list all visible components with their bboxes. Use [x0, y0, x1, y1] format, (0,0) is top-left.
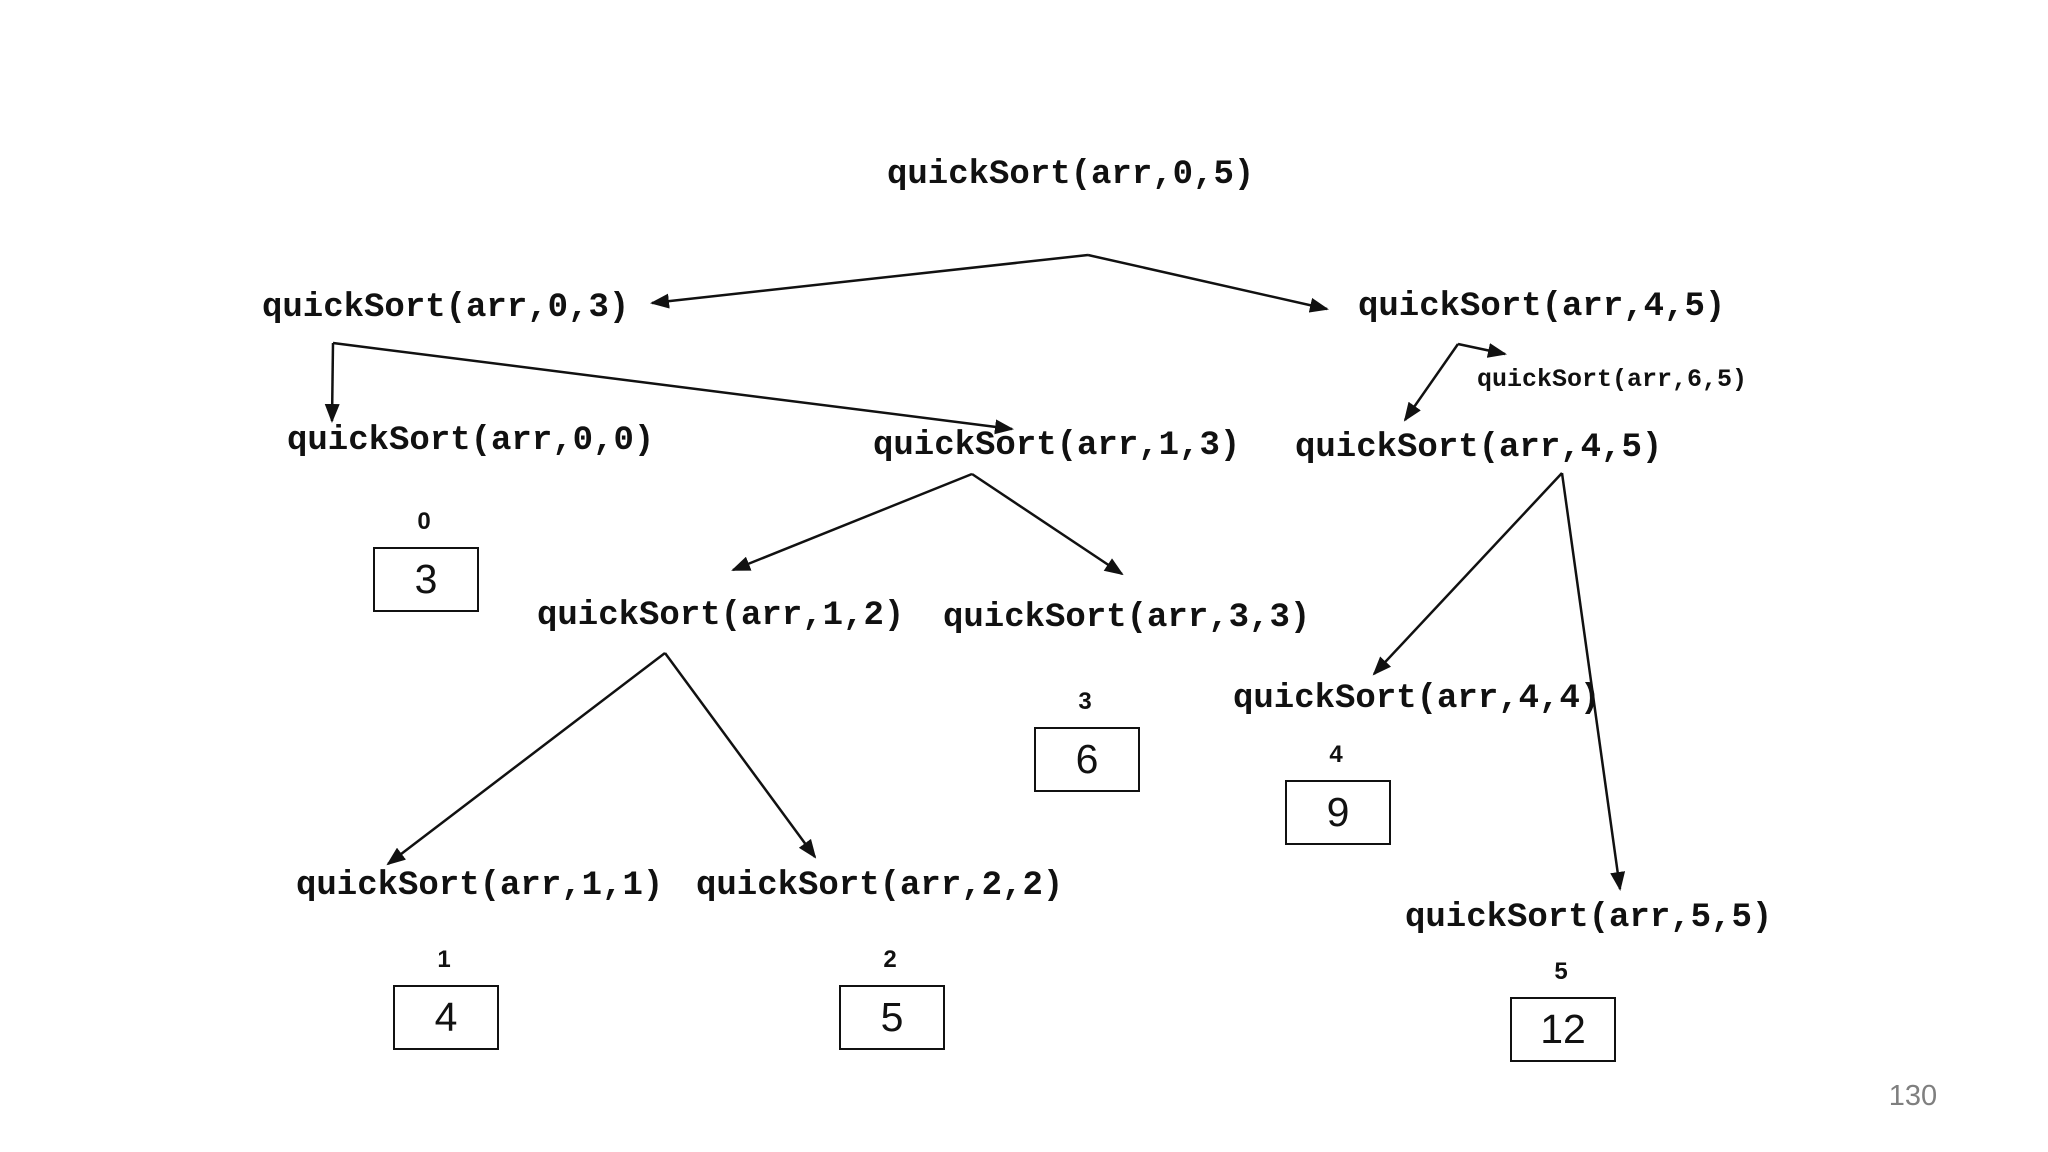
- node-quicksort-1-3: quickSort(arr,1,3): [873, 427, 1241, 465]
- page-number: 130: [1888, 1080, 1938, 1112]
- array-cell-2: 5: [839, 985, 945, 1050]
- array-index-4: 4: [1329, 741, 1343, 768]
- array-index-5: 5: [1554, 958, 1568, 985]
- array-index-2: 2: [883, 946, 897, 973]
- arrow-left-to-leftright: [332, 341, 1014, 435]
- array-cell-5: 12: [1510, 997, 1616, 1062]
- node-quicksort-3-3: quickSort(arr,3,3): [943, 599, 1311, 637]
- array-cell-4: 9: [1285, 780, 1391, 845]
- arrow-left-to-leftleft: [324, 342, 340, 423]
- arrow-lr-to-lrl: [731, 472, 973, 572]
- node-quicksort-0-0: quickSort(arr,0,0): [287, 422, 655, 460]
- array-cell-3: 6: [1034, 727, 1140, 792]
- node-quicksort-4-4: quickSort(arr,4,4): [1233, 680, 1601, 718]
- arrow-lrl-to-lrlr: [663, 652, 817, 859]
- arrow-rightagain-to-rl: [1372, 472, 1563, 676]
- array-index-3: 3: [1078, 688, 1092, 715]
- arrow-right-to-empty: [1457, 342, 1507, 358]
- node-quicksort-4-5: quickSort(arr,4,5): [1358, 288, 1726, 326]
- arrow-rightagain-to-rr: [1560, 472, 1626, 891]
- arrow-root-to-right: [1087, 253, 1329, 313]
- node-quicksort-2-2: quickSort(arr,2,2): [696, 867, 1064, 905]
- array-index-1: 1: [437, 946, 451, 973]
- node-quicksort-1-1: quickSort(arr,1,1): [296, 867, 664, 905]
- node-quicksort-0-3: quickSort(arr,0,3): [262, 289, 630, 327]
- arrow-lrl-to-lrll: [386, 652, 666, 866]
- array-index-0: 0: [417, 508, 431, 535]
- arrow-root-to-left: [650, 253, 1089, 309]
- node-quicksort-1-2: quickSort(arr,1,2): [537, 597, 905, 635]
- node-quicksort-5-5: quickSort(arr,5,5): [1405, 899, 1773, 937]
- array-cell-0: 3: [373, 547, 479, 612]
- arrow-lr-to-lrr: [971, 472, 1124, 576]
- node-quicksort-4-5-second: quickSort(arr,4,5): [1295, 429, 1663, 467]
- array-cell-1: 4: [393, 985, 499, 1050]
- arrow-right-to-rightagain: [1403, 343, 1460, 422]
- node-quicksort-0-5: quickSort(arr,0,5): [887, 156, 1255, 194]
- node-quicksort-6-5: quickSort(arr,6,5): [1477, 365, 1748, 394]
